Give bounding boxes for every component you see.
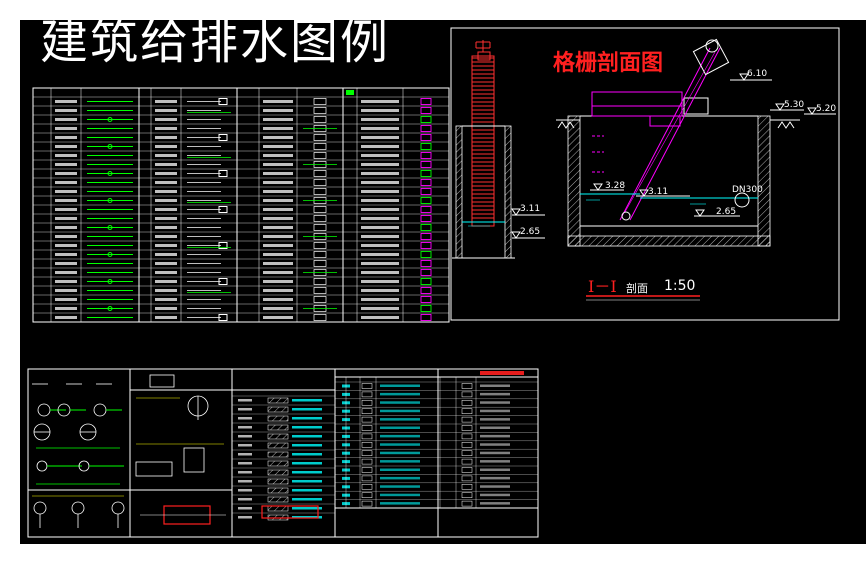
elevation-265-floor: 2.65	[694, 207, 740, 217]
elevation-311-mid: 3.11	[636, 187, 690, 197]
section-caption: I－I 剖面 1:50	[586, 277, 700, 301]
elevation-328: 3.28	[590, 181, 625, 191]
elevation-520: 5.20	[804, 104, 836, 115]
elevation-text: 2.65	[520, 227, 540, 237]
pit-elevation-311: 3.11	[511, 204, 545, 216]
elevation-text: 6.10	[747, 69, 767, 79]
elevation-610: 6.10	[730, 69, 772, 81]
elevation-text: 2.65	[716, 207, 736, 217]
page-title: 建筑给排水图例	[40, 14, 391, 70]
elevation-text: 3.28	[605, 181, 625, 191]
legend-table-cells	[55, 90, 432, 321]
caption-scale: 1:50	[664, 278, 695, 294]
pit-elevation-265: 2.65	[511, 227, 545, 239]
tank-section: DN300	[556, 38, 800, 247]
elevation-text: 3.11	[648, 187, 668, 197]
caption-word: 剖面	[626, 281, 648, 295]
caption-label: I－I	[588, 277, 617, 296]
elevation-text: 5.20	[816, 104, 836, 114]
legend-table-grid	[32, 88, 450, 322]
bottom-legend-panel	[27, 368, 539, 538]
rack-column-detail	[452, 40, 515, 259]
bottom-symbol-details	[32, 371, 538, 528]
elevation-text: 5.30	[784, 100, 804, 110]
elevation-530: 5.30	[770, 100, 804, 111]
section-title: 格栅剖面图	[553, 50, 663, 76]
grille-section-frame	[450, 27, 840, 321]
elevation-text: 3.11	[520, 204, 540, 214]
pipe-label: DN300	[732, 185, 763, 195]
legend-table-top	[32, 87, 450, 323]
